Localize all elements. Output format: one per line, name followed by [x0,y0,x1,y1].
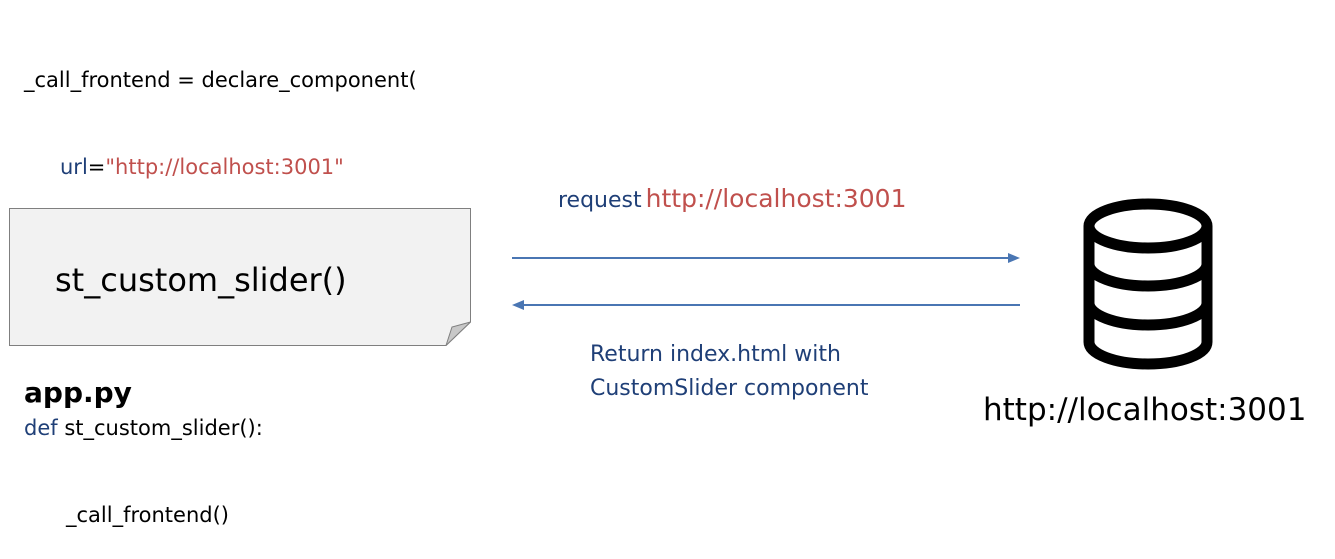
code-url-value: "http://localhost:3001" [105,155,344,179]
database-icon [1083,198,1213,370]
code-line-url: url="http://localhost:3001" [24,153,417,182]
code-line-def: def st_custom_slider(): [24,414,417,443]
server-url-label: http://localhost:3001 [983,392,1307,428]
response-line-2: CustomSlider component [590,376,869,401]
code-def-keyword: def [24,416,58,440]
app-box-label: st_custom_slider() [55,261,347,299]
request-response-arrows [512,253,1020,310]
response-arrow [512,300,1020,310]
request-word: request [558,188,642,213]
code-def-signature: st_custom_slider(): [57,416,263,440]
app-file-label: app.py [24,376,132,409]
response-line-1: Return index.html with [590,342,841,367]
response-label: Return index.html with CustomSlider comp… [590,338,868,406]
app-note-box: st_custom_slider() [9,208,471,346]
code-line-declare: _call_frontend = declare_component( [24,68,417,92]
request-arrow [512,253,1020,263]
code-url-key: url [60,155,88,179]
request-url: http://localhost:3001 [645,184,907,213]
code-url-equals: = [87,155,106,179]
note-shape [9,208,471,346]
code-line-call: _call_frontend() [66,503,229,527]
